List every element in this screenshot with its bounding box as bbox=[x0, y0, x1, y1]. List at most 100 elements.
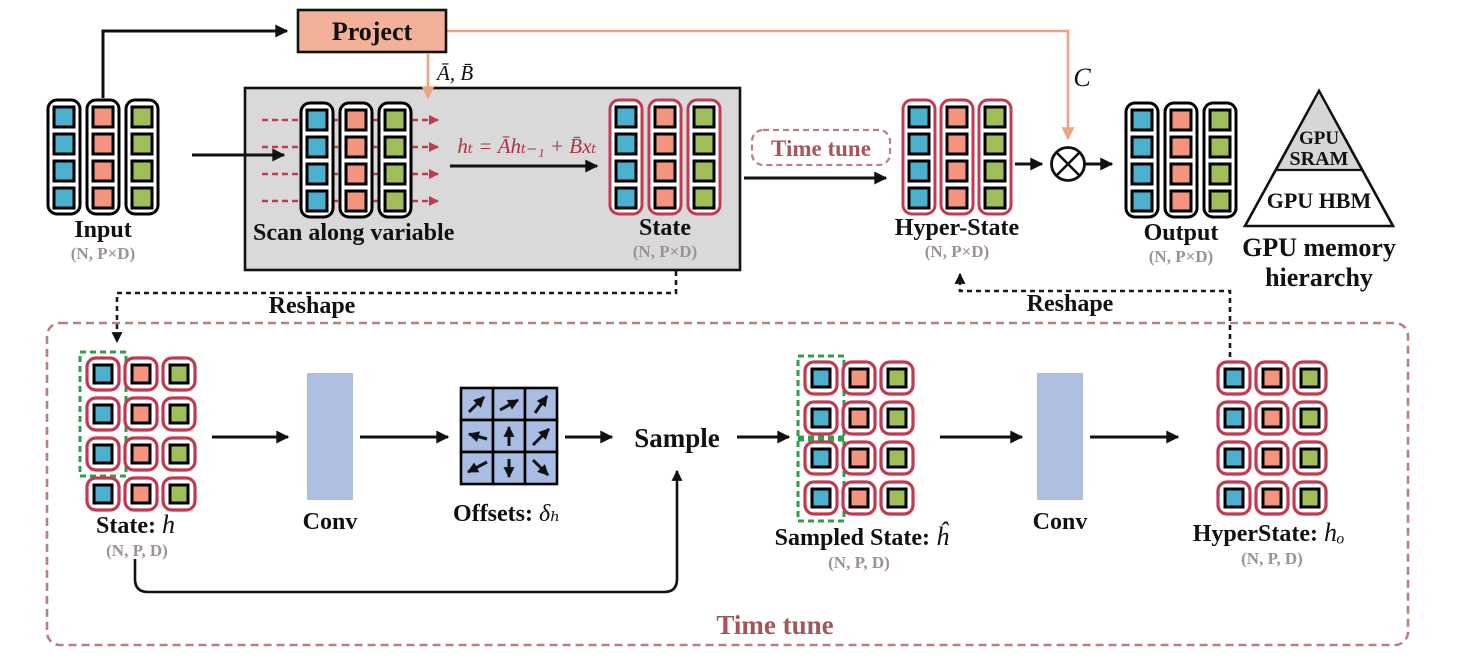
reshape-right: Reshape bbox=[954, 272, 1232, 357]
state-dims: (N, P×D) bbox=[633, 242, 697, 261]
elementwise-multiply-icon bbox=[1050, 146, 1086, 182]
time-tune-badge-label: Time tune bbox=[771, 136, 871, 161]
params-label: Ā, B̄ bbox=[435, 61, 473, 85]
gpu-caption-line2: hierarchy bbox=[1265, 263, 1373, 292]
hyperstate-dims: (N, P, D) bbox=[1241, 549, 1303, 568]
feature-column bbox=[124, 98, 160, 216]
sample-label: Sample bbox=[634, 423, 720, 453]
state-cell bbox=[123, 396, 159, 432]
input-columns: Input (N, P×D) bbox=[46, 98, 160, 263]
state-cell bbox=[85, 476, 121, 512]
gpu-sram-label-1: GPU bbox=[1299, 128, 1339, 149]
feature-column bbox=[299, 101, 335, 219]
state-cell bbox=[879, 400, 915, 436]
state-to-sample-feed-line bbox=[133, 469, 683, 594]
state-cell bbox=[1216, 440, 1252, 476]
feature-column bbox=[85, 98, 121, 216]
conv2-label: Conv bbox=[1033, 509, 1088, 535]
reshape-left: Reshape bbox=[111, 271, 678, 344]
offset-arrows bbox=[467, 395, 551, 479]
feature-column bbox=[939, 98, 975, 216]
sampled-state-label: Sampled State: bbox=[775, 525, 930, 551]
scan-columns: Scan along variable bbox=[253, 101, 455, 246]
state-cell bbox=[803, 440, 839, 476]
state-cell bbox=[803, 400, 839, 436]
offset-arrow bbox=[467, 431, 488, 442]
output-label: Output bbox=[1144, 220, 1219, 246]
sampled-state-var: ĥ bbox=[936, 522, 950, 551]
gpu-memory-pyramid: GPU SRAM GPU HBM GPU memory hierarchy bbox=[1242, 88, 1396, 292]
state-cell bbox=[803, 480, 839, 516]
offset-arrow bbox=[531, 458, 550, 477]
state-cell bbox=[1216, 400, 1252, 436]
feature-column bbox=[608, 98, 644, 216]
scan-label: Scan along variable bbox=[253, 220, 455, 246]
state-cell bbox=[1254, 440, 1290, 476]
c-label: C bbox=[1073, 63, 1091, 92]
state-cell bbox=[123, 476, 159, 512]
offset-arrow bbox=[467, 460, 488, 474]
state-cell bbox=[1292, 400, 1328, 436]
project-box: Project bbox=[296, 8, 448, 54]
reshape-right-label: Reshape bbox=[1027, 291, 1114, 317]
state-cell bbox=[879, 440, 915, 476]
feature-column bbox=[647, 98, 683, 216]
state-grid: State: h (N, P, D) bbox=[78, 350, 197, 560]
feature-column bbox=[1124, 101, 1160, 219]
hyperstate-grid: HyperState: hₒ (N, P, D) bbox=[1193, 360, 1344, 568]
state-cell bbox=[841, 440, 877, 476]
conv1-block: Conv bbox=[303, 373, 358, 535]
recurrence-equation: hₜ = Āhₜ₋₁ + B̄xₜ bbox=[450, 134, 599, 173]
input-label: Input bbox=[74, 217, 131, 243]
feature-column bbox=[338, 101, 374, 219]
state-cell bbox=[803, 360, 839, 396]
sampled-state-grid: Sampled State: ĥ (N, P, D) bbox=[775, 354, 950, 572]
input-to-project-arrow bbox=[101, 24, 289, 98]
offset-arrow bbox=[531, 427, 551, 447]
green-selection-box bbox=[78, 350, 128, 478]
project-label: Project bbox=[332, 17, 413, 46]
offset-arrow bbox=[533, 395, 549, 414]
state-cell bbox=[1292, 440, 1328, 476]
state-cell bbox=[123, 356, 159, 392]
feature-column bbox=[377, 101, 413, 219]
state-cell bbox=[161, 476, 197, 512]
state-cell bbox=[879, 480, 915, 516]
state-h-var: h bbox=[162, 510, 175, 539]
offsets-grid: Offsets: δₕ bbox=[453, 386, 561, 527]
hyper-state-dims: (N, P×D) bbox=[925, 242, 989, 261]
hyper-state-columns: Hyper-State (N, P×D) bbox=[895, 98, 1020, 261]
feature-column bbox=[686, 98, 722, 216]
green-selection-box bbox=[796, 435, 846, 523]
gpu-sram-label-2: SRAM bbox=[1290, 148, 1349, 170]
equation-text: hₜ = Āhₜ₋₁ + B̄xₜ bbox=[457, 134, 596, 158]
state-h-dims: (N, P, D) bbox=[106, 541, 168, 560]
conv1-label: Conv bbox=[303, 509, 358, 535]
state-cell bbox=[1254, 480, 1290, 516]
state-cell bbox=[841, 480, 877, 516]
state-cell bbox=[1254, 360, 1290, 396]
offset-arrow bbox=[499, 398, 519, 412]
output-dims: (N, P×D) bbox=[1149, 247, 1213, 266]
state-cell bbox=[1254, 400, 1290, 436]
time-tune-badge: Time tune bbox=[750, 128, 892, 167]
sampled-state-dims: (N, P, D) bbox=[828, 553, 890, 572]
output-columns: Output (N, P×D) bbox=[1124, 101, 1238, 266]
state-cell bbox=[1216, 360, 1252, 396]
state-cell bbox=[841, 360, 877, 396]
feature-column bbox=[1202, 101, 1238, 219]
feature-column bbox=[46, 98, 82, 216]
state-cell bbox=[841, 400, 877, 436]
green-selection-box bbox=[796, 354, 846, 442]
hyper-state-label: Hyper-State bbox=[895, 215, 1020, 241]
state-h-label: State: bbox=[96, 513, 156, 539]
feature-column bbox=[977, 98, 1013, 216]
conv2-block: Conv bbox=[1033, 373, 1088, 535]
time-tune-container-label: Time tune bbox=[716, 610, 833, 640]
state-cell bbox=[123, 436, 159, 472]
feature-column bbox=[1163, 101, 1199, 219]
state-cell bbox=[879, 360, 915, 396]
state-cell bbox=[161, 396, 197, 432]
